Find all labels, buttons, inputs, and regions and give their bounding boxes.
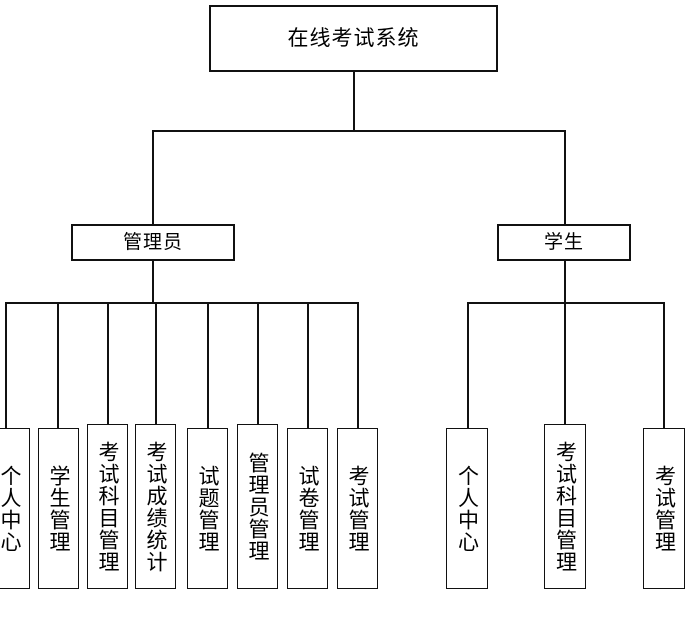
connector-drop-student xyxy=(564,130,566,226)
connector-student-leaf-drop-3 xyxy=(663,302,665,430)
connector-student-stem xyxy=(564,260,566,304)
node-student-subject-mgmt-label: 考试科目管理 xyxy=(553,440,578,573)
connector-admin-leaf-drop-6 xyxy=(257,302,259,426)
node-student-label: 学生 xyxy=(543,230,584,253)
node-student-personal-center[interactable]: 个人中心 xyxy=(446,428,488,589)
connector-admin-leaf-drop-1 xyxy=(5,302,7,430)
connector-admin-leaf-drop-8 xyxy=(357,302,359,430)
node-student-personal-center-label: 个人中心 xyxy=(455,464,480,553)
node-admin-paper-mgmt-label: 试卷管理 xyxy=(296,464,320,553)
connector-root-stem xyxy=(353,72,355,132)
connector-student-leaf-bus xyxy=(467,302,665,304)
node-admin-subject-mgmt[interactable]: 考试科目管理 xyxy=(87,424,128,589)
node-admin-subject-mgmt-label: 考试科目管理 xyxy=(96,440,120,573)
node-student-exam-mgmt[interactable]: 考试管理 xyxy=(643,428,685,589)
node-student[interactable]: 学生 xyxy=(497,224,631,261)
node-admin-admin-mgmt-label: 管理员管理 xyxy=(246,451,270,562)
node-admin-personal-center-label: 个人中心 xyxy=(0,464,22,553)
node-admin-student-mgmt-label: 学生管理 xyxy=(47,464,71,553)
node-student-exam-mgmt-label: 考试管理 xyxy=(652,464,677,553)
node-admin-label: 管理员 xyxy=(122,230,183,253)
connector-student-leaf-drop-2 xyxy=(564,302,566,426)
connector-admin-leaf-drop-4 xyxy=(155,302,157,426)
connector-admin-leaf-bus xyxy=(5,302,358,304)
node-admin-admin-mgmt[interactable]: 管理员管理 xyxy=(237,424,278,589)
node-admin-score-stats[interactable]: 考试成绩统计 xyxy=(135,424,176,589)
node-student-subject-mgmt[interactable]: 考试科目管理 xyxy=(544,424,586,589)
connector-level2-bus xyxy=(152,130,566,132)
node-admin-exam-mgmt[interactable]: 考试管理 xyxy=(337,428,378,589)
connector-admin-stem xyxy=(152,260,154,304)
connector-admin-leaf-drop-5 xyxy=(207,302,209,430)
connector-admin-leaf-drop-2 xyxy=(57,302,59,430)
node-admin-personal-center[interactable]: 个人中心 xyxy=(0,428,30,589)
connector-admin-leaf-drop-7 xyxy=(307,302,309,430)
connector-student-leaf-drop-1 xyxy=(467,302,469,430)
node-admin-question-mgmt-label: 试题管理 xyxy=(196,464,220,553)
node-admin[interactable]: 管理员 xyxy=(71,224,235,261)
node-root-label: 在线考试系统 xyxy=(287,25,420,50)
node-root-online-exam-system[interactable]: 在线考试系统 xyxy=(209,5,498,72)
node-admin-question-mgmt[interactable]: 试题管理 xyxy=(187,428,228,589)
node-admin-exam-mgmt-label: 考试管理 xyxy=(346,464,370,553)
node-admin-score-stats-label: 考试成绩统计 xyxy=(144,440,168,573)
node-admin-paper-mgmt[interactable]: 试卷管理 xyxy=(287,428,328,589)
connector-drop-admin xyxy=(152,130,154,226)
connector-admin-leaf-drop-3 xyxy=(107,302,109,426)
node-admin-student-mgmt[interactable]: 学生管理 xyxy=(38,428,79,589)
